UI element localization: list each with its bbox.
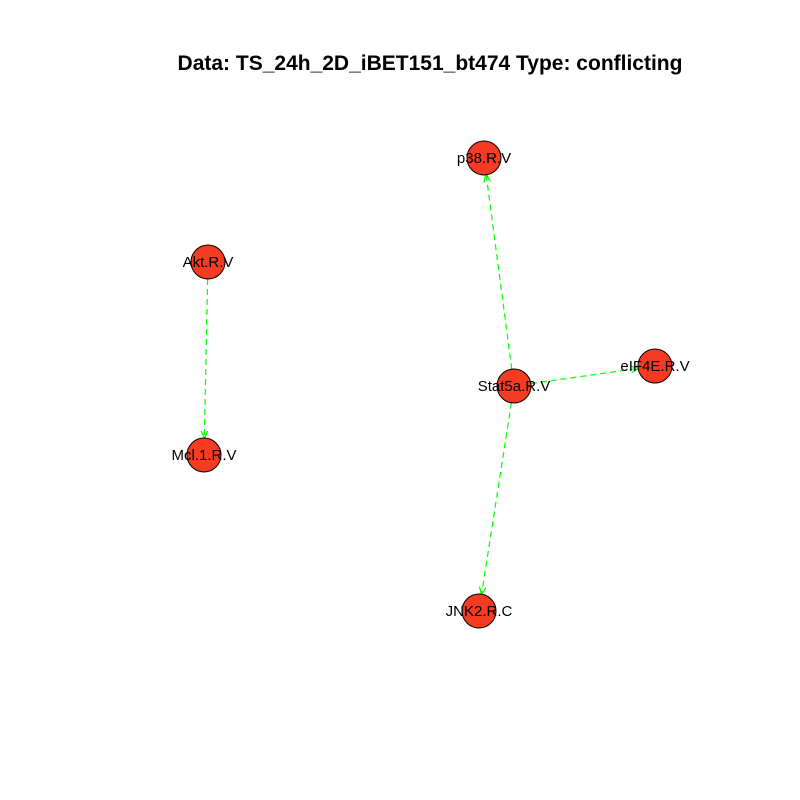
node-stat5a: Stat5a.R.V	[478, 368, 551, 404]
node-label-jnk2: JNK2.R.C	[446, 603, 513, 620]
chart-title: Data: TS_24h_2D_iBET151_bt474 Type: conf…	[178, 52, 683, 75]
node-circle-p38	[466, 140, 502, 176]
node-circle-eif4e	[637, 348, 673, 384]
node-label-eif4e: eIF4E.R.V	[620, 358, 689, 375]
node-circle-stat5a	[496, 368, 532, 404]
edge-akt-to-mcl1	[204, 278, 207, 438]
edge-stat5a-to-jnk2	[482, 402, 512, 594]
node-jnk2: JNK2.R.C	[446, 593, 513, 629]
node-label-p38: p38.R.V	[457, 150, 511, 167]
nodes-layer: p38.R.V Akt.R.V Stat5a.R.V eIF4E.R.V Mcl.1.R…	[171, 140, 690, 629]
node-akt: Akt.R.V	[183, 244, 234, 280]
node-label-stat5a: Stat5a.R.V	[478, 378, 551, 395]
node-label-akt: Akt.R.V	[183, 254, 234, 271]
node-circle-jnk2	[461, 593, 497, 629]
edge-stat5a-to-p38	[486, 175, 513, 370]
node-circle-akt	[190, 244, 226, 280]
edge-stat5a-to-eif4e	[530, 368, 638, 385]
node-eif4e: eIF4E.R.V	[620, 348, 690, 384]
node-circle-mcl1	[186, 437, 222, 473]
edges-layer	[204, 175, 638, 594]
node-label-mcl1: Mcl.1.R.V	[171, 447, 236, 464]
node-p38: p38.R.V	[457, 140, 511, 176]
node-mcl1: Mcl.1.R.V	[171, 437, 237, 473]
